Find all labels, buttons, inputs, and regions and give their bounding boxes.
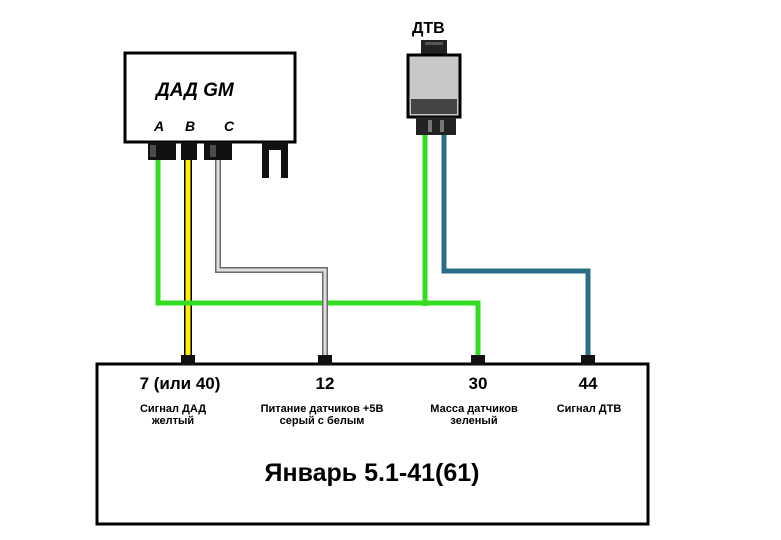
wire-teal-dtv-signal [441, 135, 591, 358]
ecu-pin-7-terminal [181, 355, 195, 365]
map-connector-a [148, 142, 176, 160]
wire-green-ground [155, 160, 425, 306]
ecu-pin-44-number: 44 [579, 374, 598, 393]
map-sensor: ДАД GM A B C [123, 51, 297, 178]
ecu-pin-30-desc: Масса датчиков [430, 403, 518, 415]
ecu-title: Январь 5.1-41(61) [265, 459, 480, 487]
ecu-block: 7 (или 40) 12 30 44 Сигнал ДАД желтый Пи… [95, 355, 650, 526]
ecu-pin-12-desc: Питание датчиков +5В [261, 403, 384, 415]
ecu-pin-12-color: серый с белым [280, 415, 365, 427]
air-temp-sensor-title: ДТВ [412, 20, 445, 37]
ecu-pin-30-terminal [471, 355, 485, 365]
ecu-pin-30-color: зеленый [450, 415, 497, 427]
air-temp-sensor: ДТВ [406, 20, 462, 135]
map-sensor-body [123, 51, 297, 144]
wire-gray-power [215, 160, 328, 358]
ecu-pin-12-number: 12 [316, 374, 335, 393]
ecu-pin-7-number: 7 (или 40) [140, 374, 221, 393]
ecu-pin-7-desc: Сигнал ДАД [140, 403, 206, 415]
map-sensor-bracket [262, 142, 288, 178]
map-sensor-title: ДАД GM [154, 80, 235, 101]
air-temp-sensor-connector [416, 117, 456, 135]
map-pin-label-c: C [224, 118, 235, 134]
ecu-body [95, 362, 650, 526]
ecu-pin-30-number: 30 [469, 374, 488, 393]
map-connector-b [181, 142, 197, 160]
ecu-pin-7-color: желтый [151, 415, 194, 427]
ecu-pin-44-terminal [581, 355, 595, 365]
ecu-pin-44-desc: Сигнал ДТВ [557, 403, 622, 415]
ecu-pin-12-terminal [318, 355, 332, 365]
map-connector-c [204, 142, 232, 160]
map-pin-label-b: B [185, 118, 195, 134]
map-pin-label-a: A [153, 118, 164, 134]
